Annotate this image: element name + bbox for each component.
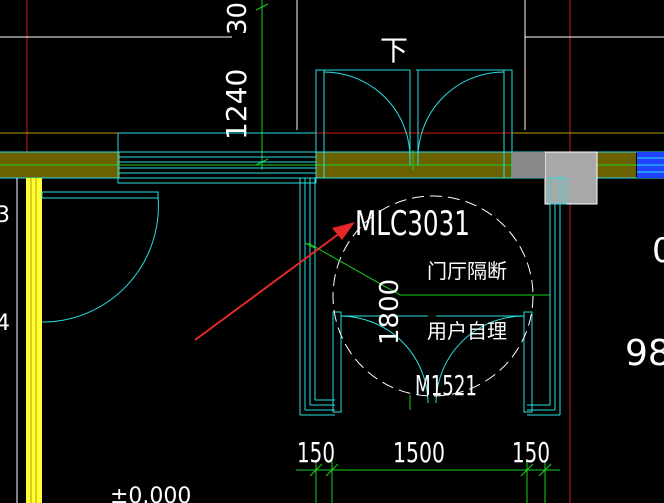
annotation-leaders	[304, 242, 550, 296]
label-dim-1240: 1240	[220, 69, 253, 140]
left-single-door[interactable]	[41, 191, 159, 323]
label-door-code[interactable]: MLC3031	[355, 204, 470, 244]
label-dim-1500: 1500	[393, 436, 445, 469]
door-arc-icon	[323, 71, 411, 161]
partition-dashed-circle[interactable]	[332, 195, 534, 397]
label-dim-150-left: 150	[297, 436, 335, 469]
vestibule-walls	[299, 178, 561, 416]
label-note-line1: 门厅隔断	[427, 259, 507, 283]
door-arc-icon	[41, 195, 159, 323]
red-arrow-icon	[194, 222, 355, 341]
label-note-line2: 用户自理	[427, 319, 507, 343]
label-left-partial-1: 3	[0, 203, 10, 228]
door-arc-icon	[417, 71, 505, 161]
dimension-bottom	[296, 395, 560, 503]
label-right-partial-top: 0	[652, 231, 664, 271]
label-door-code-small[interactable]: M1521	[415, 369, 477, 402]
label-right-partial-mid: 98	[625, 333, 664, 374]
label-left-partial-2: 4	[0, 311, 10, 336]
upper-double-door[interactable]	[315, 69, 513, 179]
lower-double-door[interactable]	[332, 311, 533, 413]
door-arc-icon	[435, 315, 525, 404]
label-dim-150-right: 150	[512, 436, 550, 469]
label-dim-1800: 1800	[375, 279, 405, 345]
label-top-direction: 下	[380, 34, 408, 67]
label-bottom-partial: ±0.000	[110, 484, 191, 503]
column-block-right	[512, 151, 664, 205]
label-dim-top-partial: 30	[223, 2, 253, 35]
yellow-column-left	[16, 178, 42, 503]
door-arc-icon	[340, 315, 429, 404]
reference-lines	[0, 0, 664, 130]
